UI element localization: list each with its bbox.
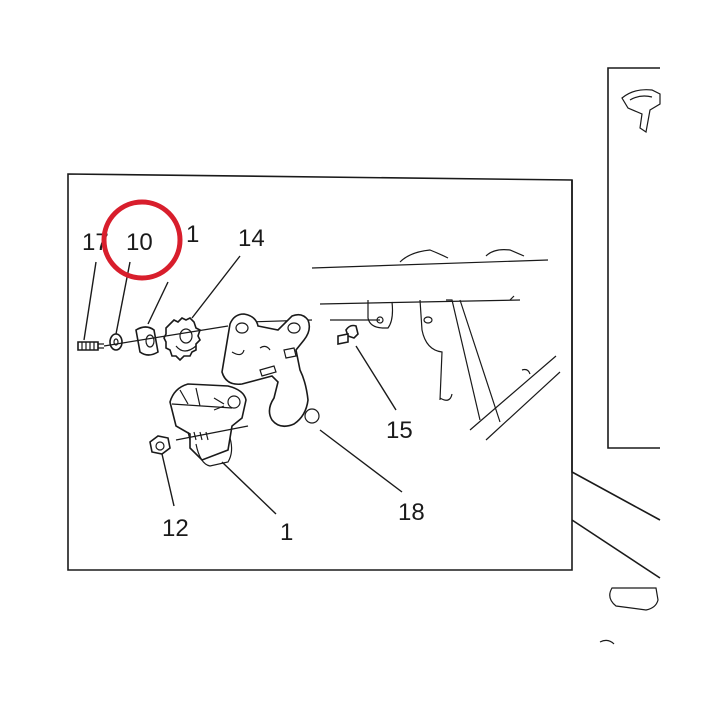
leader-1-bottom <box>221 461 277 515</box>
callout-1-top: 1 <box>186 221 199 248</box>
bolt-part-15 <box>337 324 359 345</box>
callout-1-bottom: 1 <box>280 519 293 546</box>
right-detail-frame <box>607 67 661 449</box>
leader-12 <box>161 453 175 507</box>
nut-part-12 <box>149 435 171 455</box>
leader-17 <box>83 261 97 341</box>
callout-10: 10 <box>126 229 153 256</box>
highlight-circle <box>101 199 183 281</box>
vehicle-frame-background <box>311 249 561 441</box>
lower-right-frame <box>571 180 661 645</box>
leader-1-top <box>147 281 169 325</box>
gear-part-14 <box>163 317 201 362</box>
callout-15: 15 <box>386 417 413 444</box>
leader-14 <box>191 255 241 319</box>
sensor-part-1 <box>169 383 247 467</box>
washer-part-10 <box>109 333 123 351</box>
callout-12: 12 <box>162 515 189 542</box>
sensor-axis-line <box>175 425 249 441</box>
bushing-part <box>135 326 159 356</box>
main-detail-frame <box>67 173 573 571</box>
callout-14: 14 <box>238 225 265 252</box>
leader-15 <box>355 345 397 411</box>
leader-18 <box>319 429 403 493</box>
bolt-part-17 <box>77 341 104 351</box>
callout-18: 18 <box>398 499 425 526</box>
bracket-part-18 <box>221 313 320 428</box>
